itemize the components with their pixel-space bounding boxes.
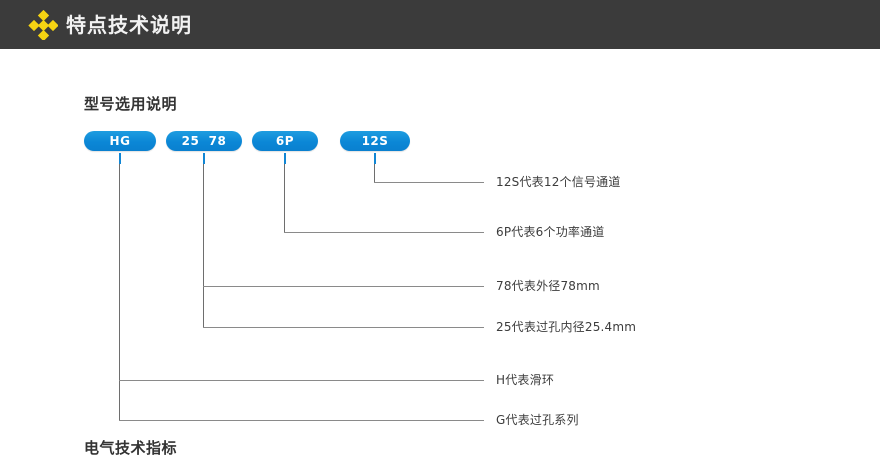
badge-hg[interactable]: HG: [84, 131, 156, 151]
leader-horizontal-6p: [284, 232, 484, 233]
leader-horizontal-25: [203, 327, 484, 328]
badge-12s[interactable]: 12S: [340, 131, 410, 151]
leader-vertical-12s: [374, 164, 375, 183]
annotation-g: G代表过孔系列: [496, 413, 579, 427]
annotation-12s: 12S代表12个信号通道: [496, 175, 621, 189]
badge-hg-label: HG: [109, 133, 131, 148]
badge-tick-25-78: [203, 153, 205, 164]
leader-horizontal-g: [119, 420, 484, 421]
annotation-6p: 6P代表6个功率通道: [496, 225, 605, 239]
leader-vertical-6p: [284, 164, 285, 233]
badge-6p[interactable]: 6P: [252, 131, 318, 151]
leader-horizontal-12s: [374, 182, 484, 183]
leader-horizontal-78: [203, 286, 484, 287]
section-header-bar: 特点技术说明: [0, 0, 880, 49]
page-title: 特点技术说明: [66, 13, 192, 37]
badge-tick-hg: [119, 153, 121, 164]
badge-tick-6p: [284, 153, 286, 164]
leader-vertical-hg: [119, 164, 120, 421]
badge-12s-label: 12S: [361, 133, 389, 148]
leader-vertical-25-78: [203, 164, 204, 328]
annotation-78: 78代表外径78mm: [496, 279, 600, 293]
badge-6p-label: 6P: [275, 133, 295, 148]
diamond-cluster-icon: [28, 10, 58, 40]
leader-horizontal-h: [119, 380, 484, 381]
badge-25-78-label: 25 78: [181, 133, 227, 148]
badge-25-78[interactable]: 25 78: [166, 131, 242, 151]
annotation-h: H代表滑环: [496, 373, 555, 387]
model-selection-heading: 型号选用说明: [84, 95, 178, 113]
electrical-specs-heading: 电气技术指标: [84, 439, 178, 457]
annotation-25: 25代表过孔内径25.4mm: [496, 320, 637, 334]
badge-tick-12s: [374, 153, 376, 164]
